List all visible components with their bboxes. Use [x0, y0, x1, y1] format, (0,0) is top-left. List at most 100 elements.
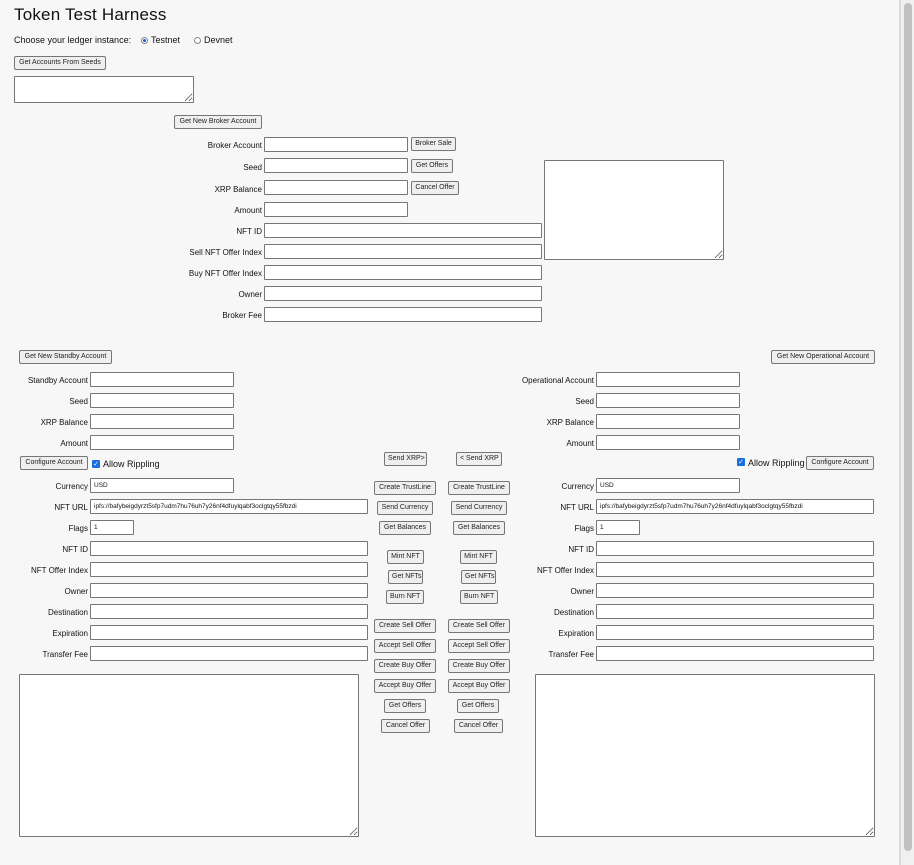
standby-get-nfts-button[interactable]: Get NFTs: [388, 570, 423, 584]
broker-nft-id-label: NFT ID: [236, 227, 262, 236]
operational-account-input[interactable]: [596, 372, 740, 387]
standby-burn-nft-button[interactable]: Burn NFT: [386, 590, 424, 604]
standby-xrp-balance-label: XRP Balance: [40, 418, 88, 427]
broker-seed-input[interactable]: [264, 158, 408, 173]
operational-nft-id-input[interactable]: [596, 541, 874, 556]
operational-destination-label: Destination: [553, 608, 594, 617]
operational-get-nfts-button[interactable]: Get NFTs: [461, 570, 496, 584]
broker-buy-offer-index-input[interactable]: [264, 265, 542, 280]
standby-get-balances-button[interactable]: Get Balances: [379, 521, 431, 535]
operational-cancel-offer-button[interactable]: Cancel Offer: [454, 719, 503, 733]
standby-flags-input[interactable]: [90, 520, 134, 535]
operational-burn-nft-button[interactable]: Burn NFT: [460, 590, 498, 604]
operational-configure-account-button[interactable]: Configure Account: [806, 456, 874, 470]
standby-send-xrp-button[interactable]: Send XRP>: [384, 452, 427, 466]
operational-create-sell-offer-button[interactable]: Create Sell Offer: [448, 619, 510, 633]
standby-amount-label: Amount: [60, 439, 88, 448]
operational-get-offers-button[interactable]: Get Offers: [457, 699, 499, 713]
standby-configure-account-button[interactable]: Configure Account: [20, 456, 88, 470]
standby-expiration-label: Expiration: [52, 629, 88, 638]
standby-allow-rippling-checkbox[interactable]: ✓: [92, 460, 100, 468]
radio-devnet-label[interactable]: Devnet: [204, 35, 233, 45]
standby-transfer-fee-input[interactable]: [90, 646, 368, 661]
standby-create-trustline-button[interactable]: Create TrustLine: [374, 481, 436, 495]
standby-allow-rippling-label[interactable]: Allow Rippling: [103, 459, 160, 469]
operational-create-buy-offer-button[interactable]: Create Buy Offer: [448, 659, 510, 673]
radio-testnet[interactable]: [141, 37, 148, 44]
operational-accept-sell-offer-button[interactable]: Accept Sell Offer: [448, 639, 510, 653]
operational-nft-id-label: NFT ID: [568, 545, 594, 554]
operational-amount-input[interactable]: [596, 435, 740, 450]
standby-send-currency-button[interactable]: Send Currency: [377, 501, 433, 515]
operational-create-trustline-button[interactable]: Create TrustLine: [448, 481, 510, 495]
standby-accept-buy-offer-button[interactable]: Accept Buy Offer: [374, 679, 436, 693]
standby-expiration-input[interactable]: [90, 625, 368, 640]
operational-mint-nft-button[interactable]: Mint NFT: [460, 550, 497, 564]
get-accounts-from-seeds-button[interactable]: Get Accounts From Seeds: [14, 56, 106, 70]
operational-nft-url-input[interactable]: [596, 499, 874, 514]
operational-nft-offer-index-input[interactable]: [596, 562, 874, 577]
standby-get-offers-button[interactable]: Get Offers: [384, 699, 426, 713]
standby-seed-label: Seed: [69, 397, 88, 406]
get-new-operational-account-button[interactable]: Get New Operational Account: [771, 350, 875, 364]
operational-seed-input[interactable]: [596, 393, 740, 408]
operational-transfer-fee-input[interactable]: [596, 646, 874, 661]
vertical-scrollbar[interactable]: [900, 0, 914, 865]
get-new-standby-account-button[interactable]: Get New Standby Account: [19, 350, 112, 364]
standby-amount-input[interactable]: [90, 435, 234, 450]
operational-currency-label: Currency: [561, 482, 594, 491]
standby-destination-input[interactable]: [90, 604, 368, 619]
operational-xrp-balance-input[interactable]: [596, 414, 740, 429]
operational-results-textarea[interactable]: [535, 674, 875, 837]
standby-create-buy-offer-button[interactable]: Create Buy Offer: [374, 659, 436, 673]
standby-nft-id-input[interactable]: [90, 541, 368, 556]
broker-amount-input[interactable]: [264, 202, 408, 217]
broker-fee-input[interactable]: [264, 307, 542, 322]
operational-accept-buy-offer-button[interactable]: Accept Buy Offer: [448, 679, 510, 693]
operational-flags-label: Flags: [574, 524, 594, 533]
broker-xrp-balance-input[interactable]: [264, 180, 408, 195]
scrollbar-thumb[interactable]: [904, 3, 912, 851]
broker-results-textarea[interactable]: [544, 160, 724, 260]
standby-account-input[interactable]: [90, 372, 234, 387]
operational-get-balances-button[interactable]: Get Balances: [453, 521, 505, 535]
operational-flags-input[interactable]: [596, 520, 640, 535]
broker-sale-button[interactable]: Broker Sale: [411, 137, 456, 151]
seeds-textarea[interactable]: [14, 76, 194, 103]
standby-owner-input[interactable]: [90, 583, 368, 598]
radio-testnet-label[interactable]: Testnet: [151, 35, 181, 45]
standby-xrp-balance-input[interactable]: [90, 414, 234, 429]
operational-send-xrp-button[interactable]: < Send XRP: [456, 452, 502, 466]
operational-currency-input[interactable]: [596, 478, 740, 493]
standby-nft-offer-index-input[interactable]: [90, 562, 368, 577]
operational-send-currency-button[interactable]: Send Currency: [451, 501, 507, 515]
operational-allow-rippling-checkbox[interactable]: ✓: [737, 458, 745, 466]
broker-buy-offer-index-label: Buy NFT Offer Index: [188, 269, 262, 278]
standby-create-sell-offer-button[interactable]: Create Sell Offer: [374, 619, 436, 633]
operational-xrp-balance-label: XRP Balance: [546, 418, 594, 427]
operational-transfer-fee-label: Transfer Fee: [548, 650, 595, 659]
standby-accept-sell-offer-button[interactable]: Accept Sell Offer: [374, 639, 436, 653]
standby-seed-input[interactable]: [90, 393, 234, 408]
page-title: Token Test Harness: [14, 5, 167, 24]
radio-devnet[interactable]: [194, 37, 201, 44]
operational-allow-rippling-label[interactable]: Allow Rippling: [748, 458, 805, 468]
broker-owner-input[interactable]: [264, 286, 542, 301]
standby-currency-input[interactable]: [90, 478, 234, 493]
broker-sell-offer-index-input[interactable]: [264, 244, 542, 259]
standby-mint-nft-button[interactable]: Mint NFT: [387, 550, 424, 564]
broker-xrp-balance-label: XRP Balance: [214, 185, 262, 194]
standby-transfer-fee-label: Transfer Fee: [42, 650, 89, 659]
operational-destination-input[interactable]: [596, 604, 874, 619]
broker-seed-label: Seed: [243, 163, 262, 172]
broker-account-input[interactable]: [264, 137, 408, 152]
standby-results-textarea[interactable]: [19, 674, 359, 837]
standby-nft-url-input[interactable]: [90, 499, 368, 514]
operational-owner-input[interactable]: [596, 583, 874, 598]
operational-expiration-input[interactable]: [596, 625, 874, 640]
broker-get-offers-button[interactable]: Get Offers: [411, 159, 453, 173]
standby-cancel-offer-button[interactable]: Cancel Offer: [381, 719, 430, 733]
broker-nft-id-input[interactable]: [264, 223, 542, 238]
broker-cancel-offer-button[interactable]: Cancel Offer: [411, 181, 459, 195]
get-new-broker-account-button[interactable]: Get New Broker Account: [174, 115, 262, 129]
